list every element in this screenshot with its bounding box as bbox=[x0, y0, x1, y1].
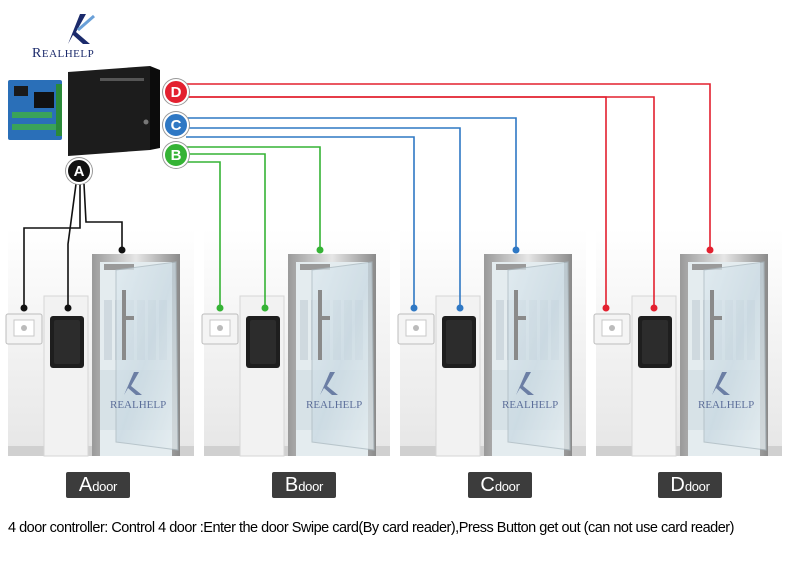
watermark-text: REALHELP bbox=[306, 399, 362, 411]
wire-a bbox=[23, 183, 123, 308]
badge-b: B bbox=[163, 142, 189, 168]
logo-text: REALHELP bbox=[32, 46, 95, 61]
exit-button-icon bbox=[397, 313, 435, 345]
glass-door bbox=[115, 261, 179, 451]
exit-button-icon bbox=[201, 313, 239, 345]
door-scene-d: REALHELP bbox=[593, 228, 782, 457]
wire-terminals bbox=[20, 246, 714, 312]
card-reader-icon bbox=[638, 316, 672, 368]
card-reader-icon bbox=[246, 316, 280, 368]
badge-a: A bbox=[66, 158, 92, 184]
glass-door bbox=[703, 261, 767, 451]
realhelp-logo: REALHELP bbox=[28, 10, 128, 61]
controller-board bbox=[8, 80, 62, 140]
wire-c bbox=[186, 117, 517, 308]
caption-text: 4 door controller: Control 4 door :Enter… bbox=[8, 520, 734, 536]
wire-d bbox=[186, 83, 711, 308]
exit-button-icon bbox=[593, 313, 631, 345]
watermark-icon bbox=[712, 372, 730, 395]
badge-c: C bbox=[163, 112, 189, 138]
door-scene-a: REALHELP bbox=[5, 228, 194, 457]
card-reader-icon bbox=[50, 316, 84, 368]
door-scene-c: REALHELP bbox=[397, 228, 586, 457]
door-scenes: REALHELP REALHELP REALHELP REALHELP bbox=[5, 228, 782, 457]
wire-lines bbox=[23, 83, 711, 308]
watermark-icon bbox=[124, 372, 142, 395]
wire-b bbox=[186, 146, 321, 308]
watermark-icon bbox=[320, 372, 338, 395]
glass-door bbox=[507, 261, 571, 451]
glass-door bbox=[311, 261, 375, 451]
watermark-text: REALHELP bbox=[110, 399, 166, 411]
controller-cabinet bbox=[68, 66, 160, 156]
logo-mark-icon bbox=[68, 14, 95, 44]
card-reader-icon bbox=[442, 316, 476, 368]
badge-d: D bbox=[163, 79, 189, 105]
watermark-text: REALHELP bbox=[698, 399, 754, 411]
exit-button-icon bbox=[5, 313, 43, 345]
watermark-text: REALHELP bbox=[502, 399, 558, 411]
door-scene-b: REALHELP bbox=[201, 228, 390, 457]
watermark-icon bbox=[516, 372, 534, 395]
